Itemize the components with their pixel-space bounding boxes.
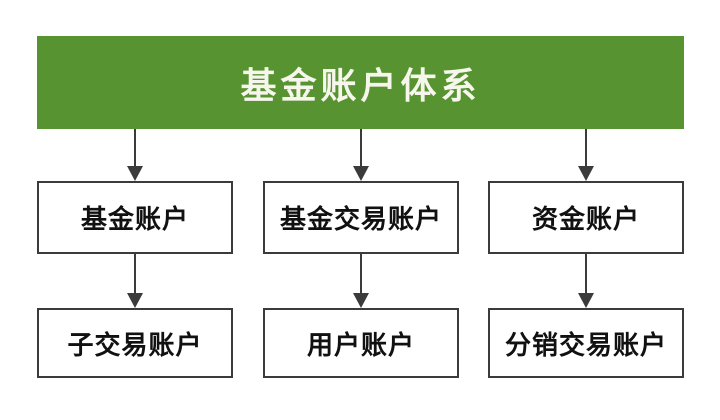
arrow-down-icon (127, 254, 143, 308)
node-label: 基金交易账户 (279, 205, 442, 235)
arrow-head (578, 293, 594, 308)
diagram-title-banner: 基金账户体系 (37, 36, 684, 129)
arrow-down-icon (578, 254, 594, 308)
node-distribution-trading-account: 分销交易账户 (488, 308, 684, 378)
node-sub-trading-account: 子交易账户 (37, 308, 233, 378)
arrow-stem (585, 129, 587, 166)
arrow-down-icon (127, 129, 143, 181)
node-label: 用户账户 (306, 330, 415, 361)
arrow-head (127, 166, 143, 181)
arrow-stem (134, 254, 136, 293)
arrow-head (127, 293, 143, 308)
arrow-stem (360, 254, 362, 293)
node-fund-trading-account: 基金交易账户 (263, 181, 459, 254)
node-fund-account: 基金账户 (37, 181, 233, 254)
arrow-down-icon (353, 254, 369, 308)
arrow-stem (585, 254, 587, 293)
node-capital-account: 资金账户 (488, 181, 684, 254)
node-label: 资金账户 (531, 205, 640, 235)
arrow-stem (360, 129, 362, 166)
arrow-head (578, 166, 594, 181)
node-label: 基金账户 (80, 205, 189, 235)
node-user-account: 用户账户 (263, 308, 459, 378)
node-label: 子交易账户 (67, 330, 203, 361)
arrow-down-icon (578, 129, 594, 181)
page-title: 基金账户体系 (240, 64, 481, 107)
arrow-head (353, 293, 369, 308)
arrow-down-icon (353, 129, 369, 181)
node-label: 分销交易账户 (504, 330, 667, 361)
arrow-stem (134, 129, 136, 166)
arrow-head (353, 166, 369, 181)
